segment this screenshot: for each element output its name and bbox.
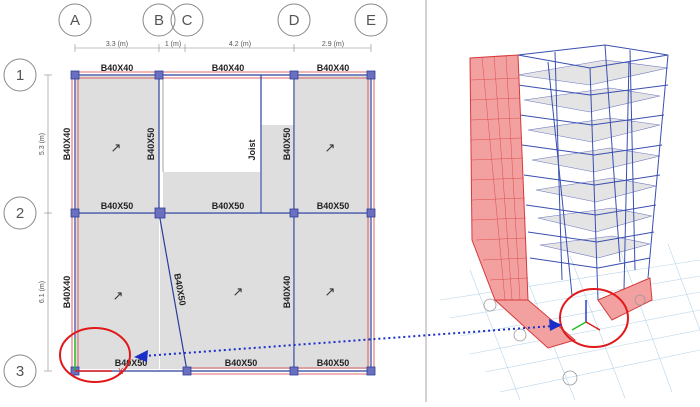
dimension-ticks: [44, 44, 372, 372]
column-d1[interactable]: [289, 70, 299, 80]
frame-members: [517, 44, 669, 301]
beam-label-col-a-23: B40X40: [62, 276, 72, 309]
grid-bubble-a[interactable]: A: [58, 3, 92, 37]
joist-label: Joist: [247, 139, 257, 160]
column-e2[interactable]: [366, 208, 376, 218]
column-d3[interactable]: [289, 366, 299, 376]
axis-label-x: X: [118, 367, 124, 376]
ground-grid: [439, 243, 700, 401]
span-ab: 3.3 (m): [106, 41, 128, 48]
grid-bubble-2[interactable]: 2: [3, 196, 37, 230]
column-c3[interactable]: [182, 366, 192, 376]
grid-label-a: A: [70, 12, 80, 29]
grid-label-c: C: [182, 12, 193, 29]
column-e3[interactable]: [366, 366, 376, 376]
beam-label-row3-cd: B40X50: [225, 358, 258, 368]
beam-label-row3-de: B40X50: [317, 358, 350, 368]
origin-axis-3d-icon: [571, 300, 601, 331]
span-12: 5.3 (m): [39, 133, 46, 155]
beam-label-row2-de: B40X50: [317, 201, 350, 211]
slab-d2e3[interactable]: [295, 213, 370, 369]
beam-label-col-b-12: B40X50: [146, 128, 156, 161]
highlight-circle-3d: [559, 288, 629, 348]
grid-label-3: 3: [16, 363, 24, 380]
slab-c1d2-partial[interactable]: [163, 172, 260, 212]
beam-label-row1-de: B40X40: [317, 63, 350, 73]
span-cd: 4.2 (m): [229, 41, 251, 48]
grid-label-2: 2: [16, 205, 24, 222]
shear-wall[interactable]: [469, 54, 653, 349]
columns: [70, 70, 376, 376]
beam-label-row2-cd: B40X50: [212, 201, 245, 211]
slab-a1b2[interactable]: [76, 76, 159, 212]
grid-label-1: 1: [16, 67, 24, 84]
column-a1[interactable]: [70, 70, 80, 80]
beams: [71, 71, 375, 375]
grid-bubble-1[interactable]: 1: [3, 58, 37, 92]
span-bc: 1 (m): [165, 41, 181, 48]
link-arrow: [134, 319, 562, 362]
grid-bubble-d[interactable]: D: [277, 3, 311, 37]
model-3d-view: [439, 44, 700, 401]
span-23: 6.1 (m): [39, 281, 46, 303]
column-e1[interactable]: [366, 70, 376, 80]
beam-label-row3-ab: B40X50: [115, 358, 148, 368]
beam-label-col-d-12: B40X50: [282, 128, 292, 161]
slab-direction-d1e2: ↗: [325, 140, 336, 155]
slab-joist-strip[interactable]: [262, 125, 294, 212]
grid-bubble-c[interactable]: C: [170, 3, 204, 37]
slab-a2b3[interactable]: [76, 213, 159, 369]
column-b2[interactable]: [154, 207, 166, 219]
grid-bubble-3[interactable]: 3: [3, 354, 37, 388]
beam-label-row1-cd: B40X40: [212, 63, 245, 73]
slab-direction-a1b2: ↗: [111, 140, 122, 155]
grid-bubble-b[interactable]: B: [142, 3, 176, 37]
column-a2[interactable]: [70, 208, 80, 218]
slab-d1e2[interactable]: [295, 76, 370, 212]
slab-direction-b2d3: ↗: [233, 284, 244, 299]
plan-view: 3.3 (m) 1 (m) 4.2 (m) 2.9 (m) 5.3 (m) 6.…: [3, 3, 388, 388]
column-b1[interactable]: [154, 70, 164, 80]
beam-label-row2-ab: B40X50: [101, 201, 134, 211]
grid-label-e: E: [366, 12, 376, 29]
column-d2[interactable]: [289, 208, 299, 218]
span-de: 2.9 (m): [322, 41, 344, 48]
slab-direction-a2b3: ↗: [113, 288, 124, 303]
grid-bubble-e[interactable]: E: [354, 3, 388, 37]
grid-label-d: D: [289, 12, 300, 29]
highlight-circle-plan: [59, 327, 131, 383]
beam-diagonal[interactable]: [158, 212, 188, 372]
slab-direction-d2e3: ↗: [325, 284, 336, 299]
grid-label-b: B: [154, 12, 164, 29]
beam-label-col-d-23: B40X40: [282, 276, 292, 309]
origin-axis-icon: X: [74, 338, 124, 376]
beam-label-col-a-12: B40X40: [62, 128, 72, 161]
beam-label-row1-ab: B40X40: [101, 63, 134, 73]
